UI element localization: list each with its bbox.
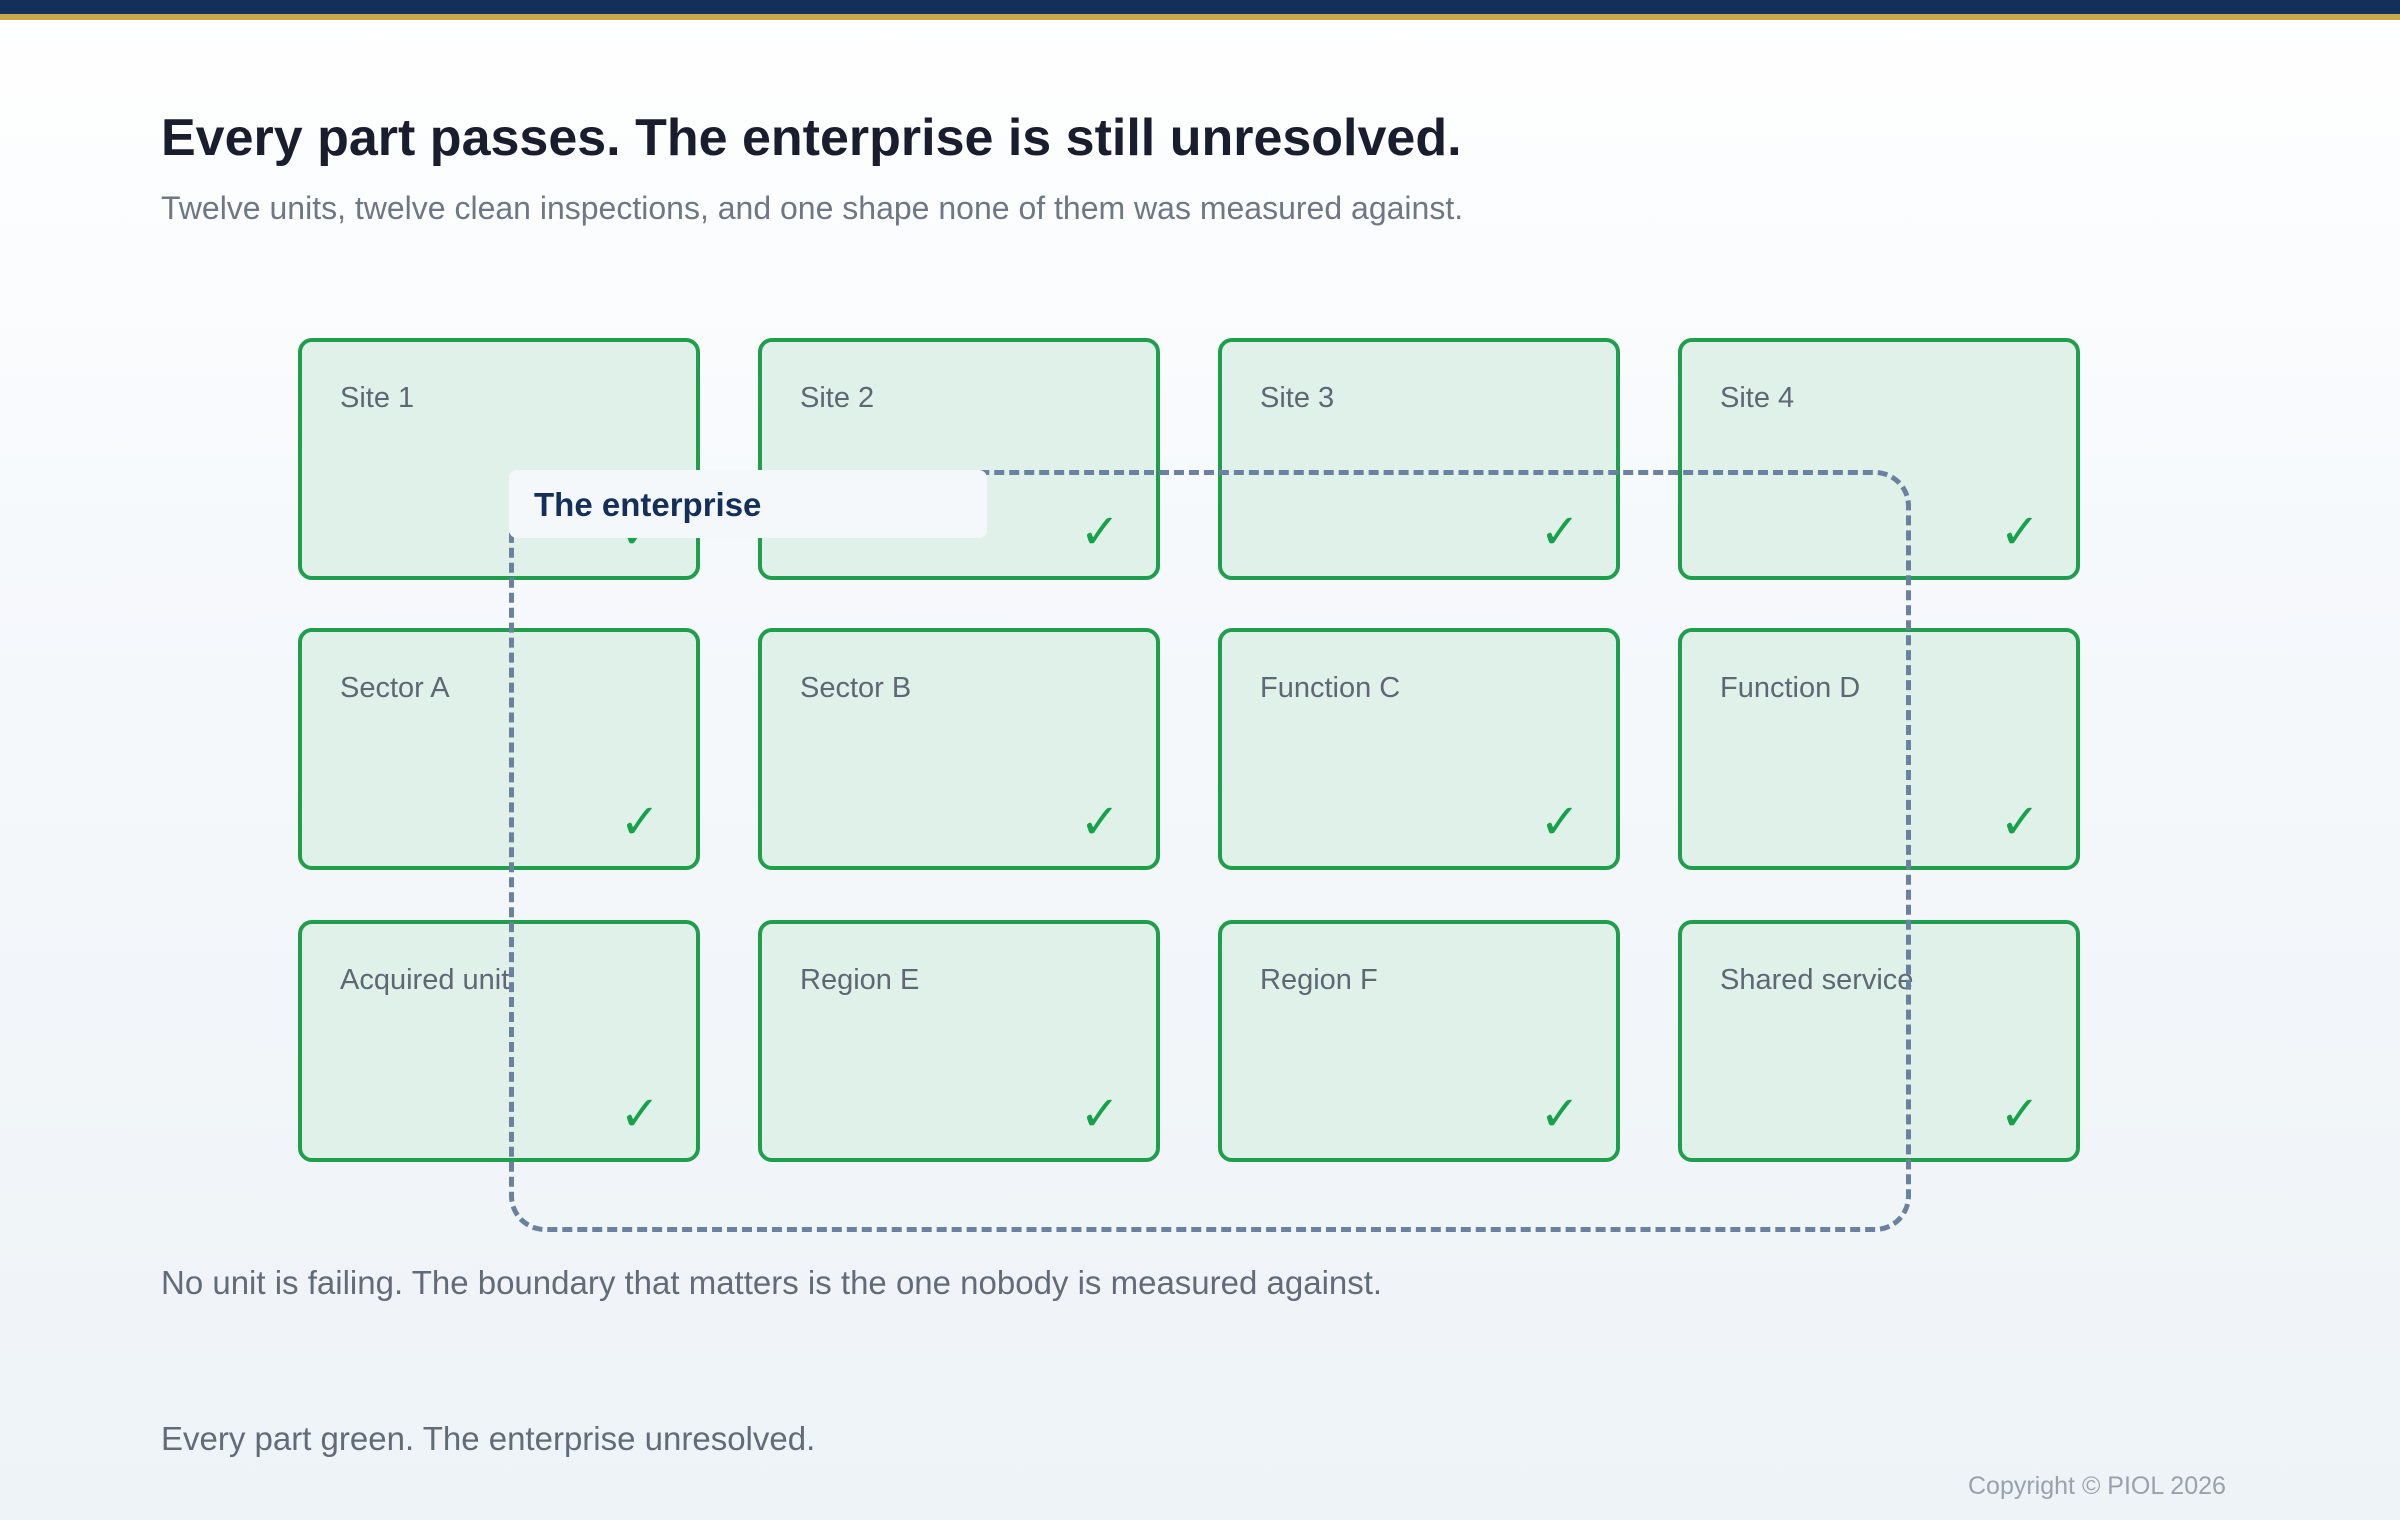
- check-icon: ✓: [1999, 504, 2040, 560]
- unit-card-site-3: Site 3 ✓: [1218, 338, 1620, 580]
- unit-label: Region E: [800, 964, 920, 996]
- unit-card-shared-service: Shared service ✓: [1678, 920, 2080, 1162]
- unit-label: Site 4: [1720, 382, 1795, 414]
- check-icon: ✓: [1539, 1086, 1580, 1142]
- unit-card-region-f: Region F ✓: [1218, 920, 1620, 1162]
- check-icon: ✓: [1079, 1086, 1120, 1142]
- unit-card-sector-b: Sector B ✓: [758, 628, 1160, 870]
- check-icon: ✓: [1079, 794, 1120, 850]
- top-accent-gold-stripe: [0, 14, 2400, 20]
- check-icon: ✓: [619, 794, 660, 850]
- check-icon: ✓: [1999, 1086, 2040, 1142]
- unit-label: Site 2: [800, 382, 875, 414]
- diagram-caption: No unit is failing. The boundary that ma…: [161, 1264, 1383, 1301]
- unit-label: Acquired unit: [340, 964, 510, 996]
- enterprise-label: The enterprise: [509, 470, 987, 538]
- unit-card-site-4: Site 4 ✓: [1678, 338, 2080, 580]
- unit-label: Region F: [1260, 964, 1378, 996]
- unit-label: Function C: [1260, 672, 1401, 704]
- unit-card-site-2: Site 2 ✓: [758, 338, 1160, 580]
- unit-label: Function D: [1720, 672, 1861, 704]
- unit-label: Site 3: [1260, 382, 1335, 414]
- footer-note: Every part green. The enterprise unresol…: [161, 1420, 816, 1457]
- unit-card-function-c: Function C ✓: [1218, 628, 1620, 870]
- top-accent-navy-stripe: [0, 0, 2400, 14]
- check-icon: ✓: [1079, 504, 1120, 560]
- unit-grid: Site 1 ✓ Site 2 ✓ Site 3 ✓ Site 4 ✓ Sect…: [298, 338, 2082, 1162]
- check-icon: ✓: [1539, 794, 1580, 850]
- unit-card-acquired-unit: Acquired unit ✓: [298, 920, 700, 1162]
- unit-label: Sector A: [340, 672, 450, 704]
- page-subtitle: Twelve units, twelve clean inspections, …: [161, 190, 1464, 226]
- unit-card-function-d: Function D ✓: [1678, 628, 2080, 870]
- unit-label: Sector B: [800, 672, 912, 704]
- unit-card-site-1: Site 1 ✓: [298, 338, 700, 580]
- check-icon: ✓: [619, 1086, 660, 1142]
- check-icon: ✓: [1999, 794, 2040, 850]
- unit-label: Site 1: [340, 382, 415, 414]
- unit-label: Shared service: [1720, 964, 1914, 996]
- unit-card-region-e: Region E ✓: [758, 920, 1160, 1162]
- check-icon: ✓: [1539, 504, 1580, 560]
- unit-card-sector-a: Sector A ✓: [298, 628, 700, 870]
- top-accent-bar: [0, 0, 2400, 20]
- page-title: Every part passes. The enterprise is sti…: [161, 109, 1462, 167]
- copyright: Copyright © PIOL 2026: [1968, 1472, 2226, 1500]
